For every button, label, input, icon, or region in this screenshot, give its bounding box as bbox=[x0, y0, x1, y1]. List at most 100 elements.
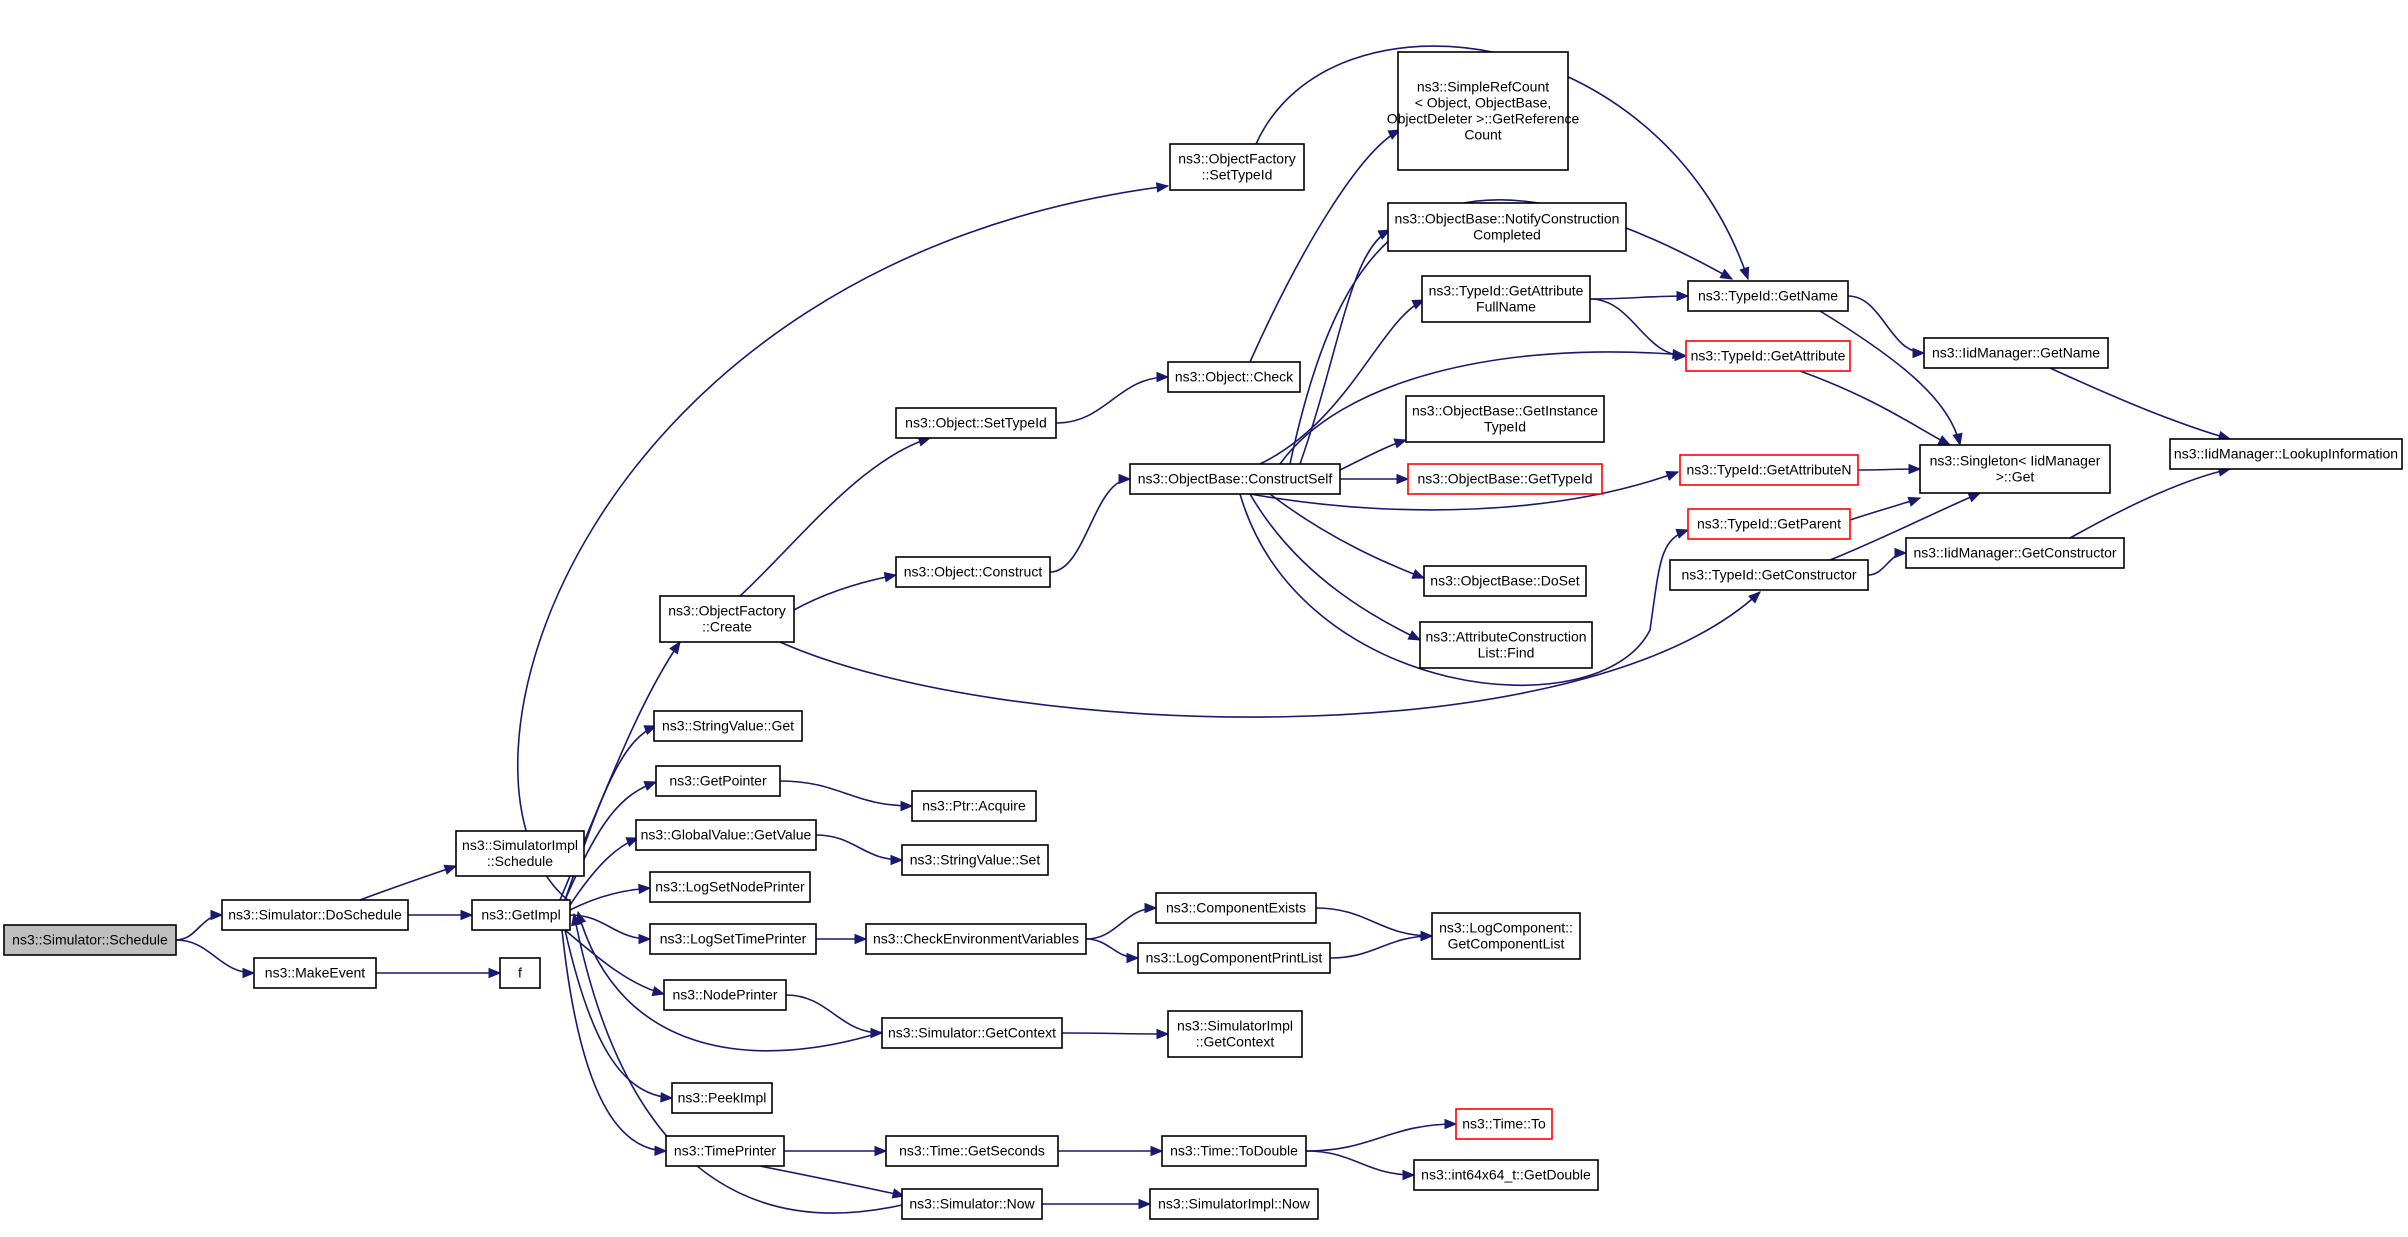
node-label-line: ns3::ObjectFactory bbox=[1178, 151, 1296, 167]
edge-get-pointer-to-ptr-acquire bbox=[779, 780, 914, 812]
node-ob-get-type-id[interactable]: ns3::ObjectBase::GetTypeId bbox=[1407, 463, 1603, 495]
node-impl-schedule[interactable]: ns3::SimulatorImpl::Schedule bbox=[455, 830, 585, 877]
node-time-to[interactable]: ns3::Time::To bbox=[1455, 1108, 1553, 1140]
node-type-id-get-name[interactable]: ns3::TypeId::GetName bbox=[1687, 280, 1849, 312]
edge-arrowhead bbox=[1411, 568, 1426, 579]
node-peek-impl[interactable]: ns3::PeekImpl bbox=[671, 1082, 773, 1114]
node-node-printer[interactable]: ns3::NodePrinter bbox=[663, 979, 787, 1011]
node-gv-get-value[interactable]: ns3::GlobalValue::GetValue bbox=[635, 819, 817, 851]
node-iid-get-constructor[interactable]: ns3::IidManager::GetConstructor bbox=[1905, 537, 2125, 569]
node-type-id-get-attribute-n[interactable]: ns3::TypeId::GetAttributeN bbox=[1679, 454, 1859, 486]
node-f[interactable]: f bbox=[499, 957, 541, 989]
node-label-line: ns3::StringValue::Get bbox=[662, 718, 794, 734]
node-label-line: ns3::ObjectFactory bbox=[668, 603, 786, 619]
node-box bbox=[865, 923, 1087, 955]
node-of-set-type-id[interactable]: ns3::ObjectFactory::SetTypeId bbox=[1169, 143, 1305, 191]
edge-line bbox=[1249, 493, 1421, 641]
node-box bbox=[895, 556, 1051, 588]
edge-line bbox=[739, 437, 931, 597]
edge-sim-now-to-impl-now bbox=[1041, 1198, 1152, 1210]
edge-arrowhead bbox=[1665, 471, 1680, 481]
edge-of-create-to-type-id-get-constructor bbox=[779, 591, 1761, 718]
edge-arrowhead bbox=[571, 912, 582, 927]
node-type-id-get-parent[interactable]: ns3::TypeId::GetParent bbox=[1687, 508, 1851, 540]
edge-arrowhead bbox=[1156, 1028, 1170, 1040]
edge-line bbox=[517, 185, 1169, 903]
node-log-comp-get-list[interactable]: ns3::LogComponent::GetComponentList bbox=[1431, 912, 1581, 960]
node-string-value-get[interactable]: ns3::StringValue::Get bbox=[653, 710, 803, 742]
node-get-impl[interactable]: ns3::GetImpl bbox=[471, 899, 571, 931]
node-ob-do-set[interactable]: ns3::ObjectBase::DoSet bbox=[1423, 565, 1587, 597]
node-notify-construction[interactable]: ns3::ObjectBase::NotifyConstructionCompl… bbox=[1387, 202, 1627, 252]
node-construct-self[interactable]: ns3::ObjectBase::ConstructSelf bbox=[1129, 463, 1341, 495]
edge-arrowhead bbox=[1676, 290, 1690, 302]
edge-line bbox=[175, 939, 255, 974]
edge-construct-self-to-get-instance-type-id bbox=[1339, 438, 1408, 471]
node-log-set-time-printer[interactable]: ns3::LogSetTimePrinter bbox=[649, 923, 817, 955]
node-log-set-node-printer[interactable]: ns3::LogSetNodePrinter bbox=[649, 871, 811, 903]
node-make-event[interactable]: ns3::MakeEvent bbox=[253, 957, 377, 989]
node-box bbox=[901, 844, 1049, 876]
node-simple-ref-count[interactable]: ns3::SimpleRefCount< Object, ObjectBase,… bbox=[1387, 51, 1580, 171]
node-obj-construct[interactable]: ns3::Object::Construct bbox=[895, 556, 1051, 588]
node-label-line: ns3::ObjectBase::DoSet bbox=[1430, 573, 1580, 589]
edge-check-env-to-comp-exists bbox=[1085, 902, 1158, 940]
node-of-create[interactable]: ns3::ObjectFactory::Create bbox=[659, 595, 795, 643]
node-comp-exists[interactable]: ns3::ComponentExists bbox=[1155, 892, 1317, 924]
node-box bbox=[663, 979, 787, 1011]
node-get-pointer[interactable]: ns3::GetPointer bbox=[655, 765, 781, 797]
edge-arrowhead bbox=[1444, 1118, 1458, 1130]
edge-line bbox=[815, 834, 903, 861]
node-iid-get-name[interactable]: ns3::IidManager::GetName bbox=[1923, 337, 2109, 369]
edge-line bbox=[561, 929, 667, 1152]
node-label-line: ns3::IidManager::GetConstructor bbox=[1913, 545, 2116, 561]
node-string-value-set[interactable]: ns3::StringValue::Set bbox=[901, 844, 1049, 876]
edge-line bbox=[2049, 367, 2231, 440]
node-impl-get-context[interactable]: ns3::SimulatorImpl::GetContext bbox=[1167, 1010, 1303, 1058]
node-label-line: ns3::LogSetNodePrinter bbox=[655, 879, 805, 895]
node-time-to-double[interactable]: ns3::Time::ToDouble bbox=[1161, 1135, 1307, 1167]
node-type-id-get-attribute[interactable]: ns3::TypeId::GetAttribute bbox=[1685, 340, 1851, 372]
edge-line bbox=[779, 591, 1761, 718]
node-box bbox=[1167, 1010, 1303, 1058]
node-do-schedule[interactable]: ns3::Simulator::DoSchedule bbox=[221, 899, 409, 931]
node-obj-check[interactable]: ns3::Object::Check bbox=[1167, 361, 1301, 393]
node-impl-now[interactable]: ns3::SimulatorImpl::Now bbox=[1149, 1188, 1319, 1220]
node-log-comp-print-list[interactable]: ns3::LogComponentPrintList bbox=[1137, 942, 1331, 974]
edge-arrowhead bbox=[890, 854, 904, 866]
node-check-env[interactable]: ns3::CheckEnvironmentVariables bbox=[865, 923, 1087, 955]
edge-line bbox=[1589, 298, 1687, 357]
edge-arrowhead bbox=[1155, 182, 1170, 193]
node-label-line: ns3::Object::Construct bbox=[904, 564, 1043, 580]
node-label-line: ns3::PeekImpl bbox=[678, 1090, 767, 1106]
node-int64-get-double[interactable]: ns3::int64x64_t::GetDouble bbox=[1413, 1159, 1599, 1191]
node-schedule[interactable]: ns3::Simulator::Schedule bbox=[3, 924, 177, 956]
node-iid-lookup[interactable]: ns3::IidManager::LookupInformation bbox=[2169, 438, 2403, 470]
node-type-id-get-constructor[interactable]: ns3::TypeId::GetConstructor bbox=[1669, 559, 1869, 591]
node-time-printer[interactable]: ns3::TimePrinter bbox=[665, 1135, 785, 1167]
edge-arrowhead bbox=[210, 909, 224, 921]
edge-get-impl-to-of-set-type-id bbox=[517, 182, 1170, 903]
node-label-line: ns3::Object::Check bbox=[1175, 369, 1294, 385]
edge-type-id-get-attribute-n-to-singleton-get bbox=[1857, 463, 1922, 475]
node-box bbox=[649, 871, 811, 903]
node-label-line: ns3::IidManager::LookupInformation bbox=[2174, 446, 2398, 462]
edge-line bbox=[759, 1165, 905, 1197]
node-time-get-seconds[interactable]: ns3::Time::GetSeconds bbox=[885, 1135, 1059, 1167]
edge-construct-self-to-ac-list-find bbox=[1249, 493, 1422, 641]
node-ptr-acquire[interactable]: ns3::Ptr::Acquire bbox=[911, 790, 1037, 822]
node-label-line: ns3::NodePrinter bbox=[672, 987, 777, 1003]
node-label-line: ns3::StringValue::Set bbox=[910, 852, 1041, 868]
node-singleton-get[interactable]: ns3::Singleton< IidManager>::Get bbox=[1919, 444, 2111, 494]
edge-line bbox=[1279, 351, 1685, 465]
node-sim-now[interactable]: ns3::Simulator::Now bbox=[901, 1188, 1043, 1220]
edge-arrowhead bbox=[1907, 496, 1922, 507]
edge-line bbox=[793, 574, 897, 611]
node-obj-set-type-id[interactable]: ns3::Object::SetTypeId bbox=[895, 407, 1057, 439]
edge-construct-self-to-ob-do-set bbox=[1269, 493, 1426, 579]
node-box bbox=[1161, 1135, 1307, 1167]
node-sim-get-context[interactable]: ns3::Simulator::GetContext bbox=[881, 1017, 1063, 1049]
